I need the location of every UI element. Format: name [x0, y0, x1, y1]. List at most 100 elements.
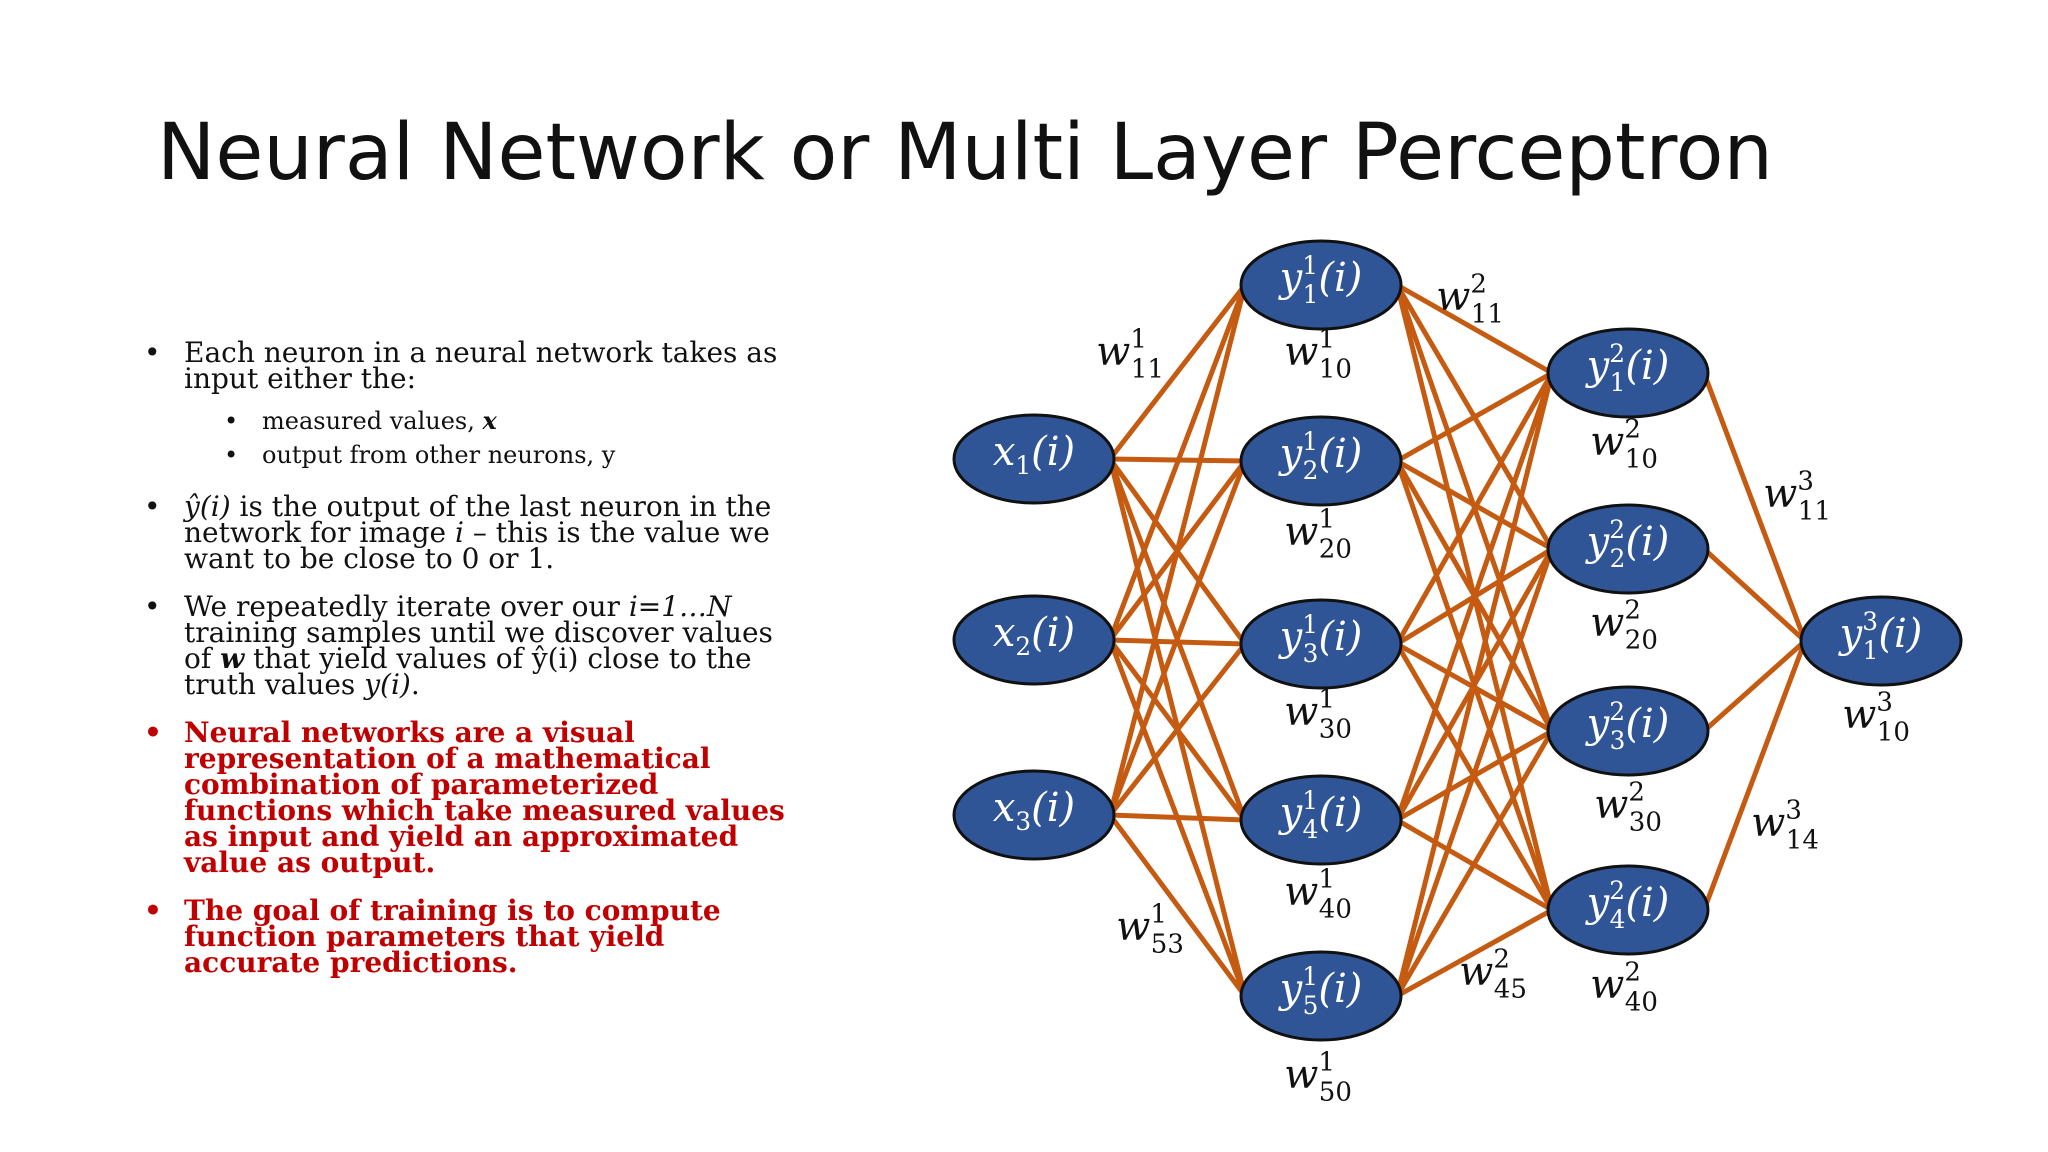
- bullet-text: The goal of training is to compute funct…: [184, 894, 721, 979]
- sub-bullet-list: • measured values, x • output from other…: [184, 404, 800, 472]
- neuron-ellipse: [1546, 864, 1710, 956]
- edge-hidden1-hidden2: [1394, 282, 1555, 376]
- edge-input-hidden1: [1107, 812, 1248, 823]
- neuron-ellipse: [1546, 327, 1710, 419]
- neuron-label: x2(i): [993, 610, 1075, 661]
- neuron-label: x1(i): [993, 429, 1075, 480]
- edge-hidden2-output: [1701, 638, 1808, 734]
- sub-bullet-item: • output from other neurons, y: [184, 438, 800, 472]
- bullet-marker: •: [144, 716, 162, 749]
- bullet-math: i=1…N: [628, 590, 732, 623]
- edge-hidden2-output: [1701, 370, 1808, 644]
- edge-hidden1-hidden2: [1394, 370, 1555, 823]
- edge-hidden1-hidden2: [1394, 728, 1555, 999]
- neuron-ellipse: [1239, 598, 1403, 690]
- bullet-math: w: [220, 642, 245, 675]
- neuron-ellipse: [952, 594, 1116, 686]
- neuron-ellipse: [952, 769, 1116, 861]
- edge-input-hidden1: [1107, 812, 1248, 999]
- edge-input-hidden1: [1107, 282, 1248, 462]
- bullet-marker: •: [144, 336, 161, 369]
- neuron-ellipse: [1546, 503, 1710, 595]
- sub-bullet-marker: •: [224, 407, 239, 435]
- neuron-ellipse: [1239, 415, 1403, 507]
- edge-hidden2-output: [1701, 638, 1808, 913]
- neuron-ellipse: [1239, 950, 1403, 1042]
- edge-hidden1-hidden2: [1394, 370, 1555, 464]
- sub-bullet-item: • measured values, x: [184, 404, 800, 438]
- input-neuron-1: x1(i): [952, 413, 1116, 505]
- bullet-list: • Each neuron in a neural network takes …: [140, 336, 800, 998]
- bullet-item: • Each neuron in a neural network takes …: [140, 336, 800, 472]
- neuron-ellipse: [952, 413, 1116, 505]
- edge-input-hidden1: [1107, 282, 1248, 643]
- edge-hidden1-hidden2: [1394, 370, 1555, 999]
- bullet-text: .: [410, 668, 420, 701]
- bullet-marker: •: [144, 490, 161, 523]
- input-neuron-2: x2(i): [952, 594, 1116, 686]
- edge-input-hidden1: [1107, 458, 1248, 818]
- bullet-item: • ŷ(i) is the output of the last neuron …: [140, 490, 800, 575]
- sub-bullet-marker: •: [224, 441, 239, 469]
- bullet-item: • We repeatedly iterate over our i=1…N t…: [140, 590, 800, 701]
- bullet-text: that yield values of ŷ(i) close to the t…: [184, 642, 752, 701]
- bullet-item-emphasis: • The goal of training is to compute fun…: [140, 894, 800, 977]
- edge-hidden1-hidden2: [1394, 907, 1555, 999]
- bullet-text: – this is the value we want to be close …: [184, 516, 770, 575]
- bullet-marker: •: [144, 894, 162, 927]
- bullet-text: Each neuron in a neural network takes as…: [184, 336, 778, 395]
- edge-hidden1-hidden2: [1394, 546, 1555, 999]
- edge-input-hidden1: [1107, 641, 1248, 818]
- sub-bullet-variable: x: [482, 406, 497, 435]
- bullet-marker: •: [144, 590, 161, 623]
- slide-title: Neural Network or Multi Layer Perceptron: [157, 108, 1773, 198]
- neuron-label: x3(i): [993, 785, 1075, 836]
- bullet-math: ŷ(i): [184, 490, 231, 523]
- sub-bullet-text: output from other neurons, y: [262, 441, 616, 469]
- sub-bullet-text: measured values,: [262, 407, 483, 435]
- bullet-text: is the output of the last neuron in the …: [184, 490, 772, 549]
- neuron-ellipse: [1239, 774, 1403, 866]
- bullet-math: i: [455, 516, 464, 549]
- neuron-ellipse: [1799, 595, 1963, 687]
- bullet-text: We repeatedly iterate over our: [184, 590, 629, 623]
